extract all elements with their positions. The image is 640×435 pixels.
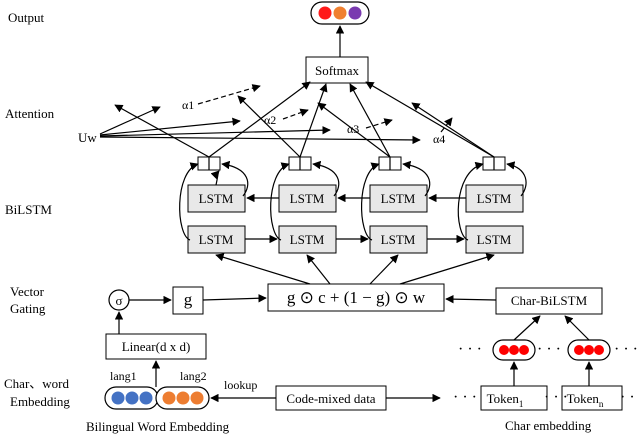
g-box	[172, 286, 204, 315]
bilingual-embedding	[104, 386, 210, 410]
char-dot	[584, 345, 594, 355]
token-text: Token	[487, 391, 520, 406]
code-mixed-label: Code-mixed data	[286, 391, 375, 406]
output-vector	[310, 1, 370, 25]
ellipsis: · · ·	[458, 341, 482, 358]
char-dot	[509, 345, 519, 355]
row-label-vector: Vector	[10, 284, 45, 299]
token-n-box	[561, 385, 623, 411]
bilingual-caption: Bilingual Word Embedding	[86, 419, 230, 434]
embedding-dot	[125, 391, 139, 405]
token-subscript: n	[599, 399, 604, 409]
softmax-label: Softmax	[315, 63, 360, 78]
concat-boxes	[197, 156, 506, 171]
lstm-label: LSTM	[381, 191, 416, 206]
ellipsis: · · ·	[453, 389, 477, 406]
row-label-embedding: Embedding	[10, 394, 70, 409]
ellipsis: · · ·	[620, 389, 640, 406]
token-1-label: Token1	[487, 391, 524, 409]
g-label: g	[184, 290, 193, 309]
lstm-label: LSTM	[477, 232, 512, 247]
char-embedding-1	[492, 339, 536, 361]
lang2-label: lang2	[180, 369, 207, 383]
token-1-box	[480, 385, 548, 411]
lstm-backward-1	[187, 225, 246, 254]
linear-box	[105, 333, 207, 360]
char-embedding-n	[567, 339, 611, 361]
linear-label: Linear(d x d)	[122, 339, 191, 354]
gating-formula-box	[267, 283, 445, 312]
embedding-dot	[111, 391, 125, 405]
char-dot	[594, 345, 604, 355]
char-dot	[519, 345, 529, 355]
row-label-gating: Gating	[10, 301, 46, 316]
output-dot	[333, 6, 347, 20]
embedding-dot	[162, 391, 176, 405]
embedding-dot	[176, 391, 190, 405]
row-label-attention: Attention	[5, 106, 55, 121]
sigma-label: σ	[115, 293, 122, 308]
alpha2-label: α2	[264, 113, 276, 127]
ellipsis: · · ·	[537, 341, 561, 358]
char-bilstm-box	[495, 287, 603, 315]
alpha4-label: α4	[433, 132, 445, 146]
token-n-label: Tokenn	[567, 391, 604, 409]
row-label-bilstm: BiLSTM	[5, 202, 52, 217]
lstm-label: LSTM	[290, 191, 325, 206]
token-subscript: 1	[519, 399, 524, 409]
embedding-dot	[139, 391, 153, 405]
lstm-label: LSTM	[381, 232, 416, 247]
lstm-label: LSTM	[199, 191, 234, 206]
lstm-forward-4	[465, 184, 524, 213]
token-text: Token	[567, 391, 600, 406]
lang1-label: lang1	[110, 369, 137, 383]
char-bilstm-label: Char-BiLSTM	[511, 293, 588, 308]
lstm-backward-4	[465, 225, 524, 254]
uw-label: Uw	[78, 130, 97, 145]
row-label-char-word: Char、word	[4, 376, 69, 391]
char-embedding-caption: Char embedding	[505, 418, 592, 433]
output-dot	[318, 6, 332, 20]
gating-formula: g ⊙ c + (1 − g) ⊙ w	[287, 288, 426, 307]
char-dot	[574, 345, 584, 355]
lstm-label: LSTM	[199, 232, 234, 247]
ellipsis: · · ·	[614, 341, 638, 358]
output-dot	[348, 6, 362, 20]
char-dot	[499, 345, 509, 355]
row-label-output: Output	[8, 10, 45, 25]
alpha1-label: α1	[182, 98, 194, 112]
lstm-loops	[179, 160, 527, 241]
lstm-label: LSTM	[290, 232, 325, 247]
embedding-dot	[190, 391, 204, 405]
ellipsis: · · ·	[544, 389, 568, 406]
lookup-label: lookup	[224, 378, 257, 392]
lstm-label: LSTM	[477, 191, 512, 206]
lstm-forward-2	[278, 184, 337, 213]
softmax-box	[305, 56, 369, 84]
